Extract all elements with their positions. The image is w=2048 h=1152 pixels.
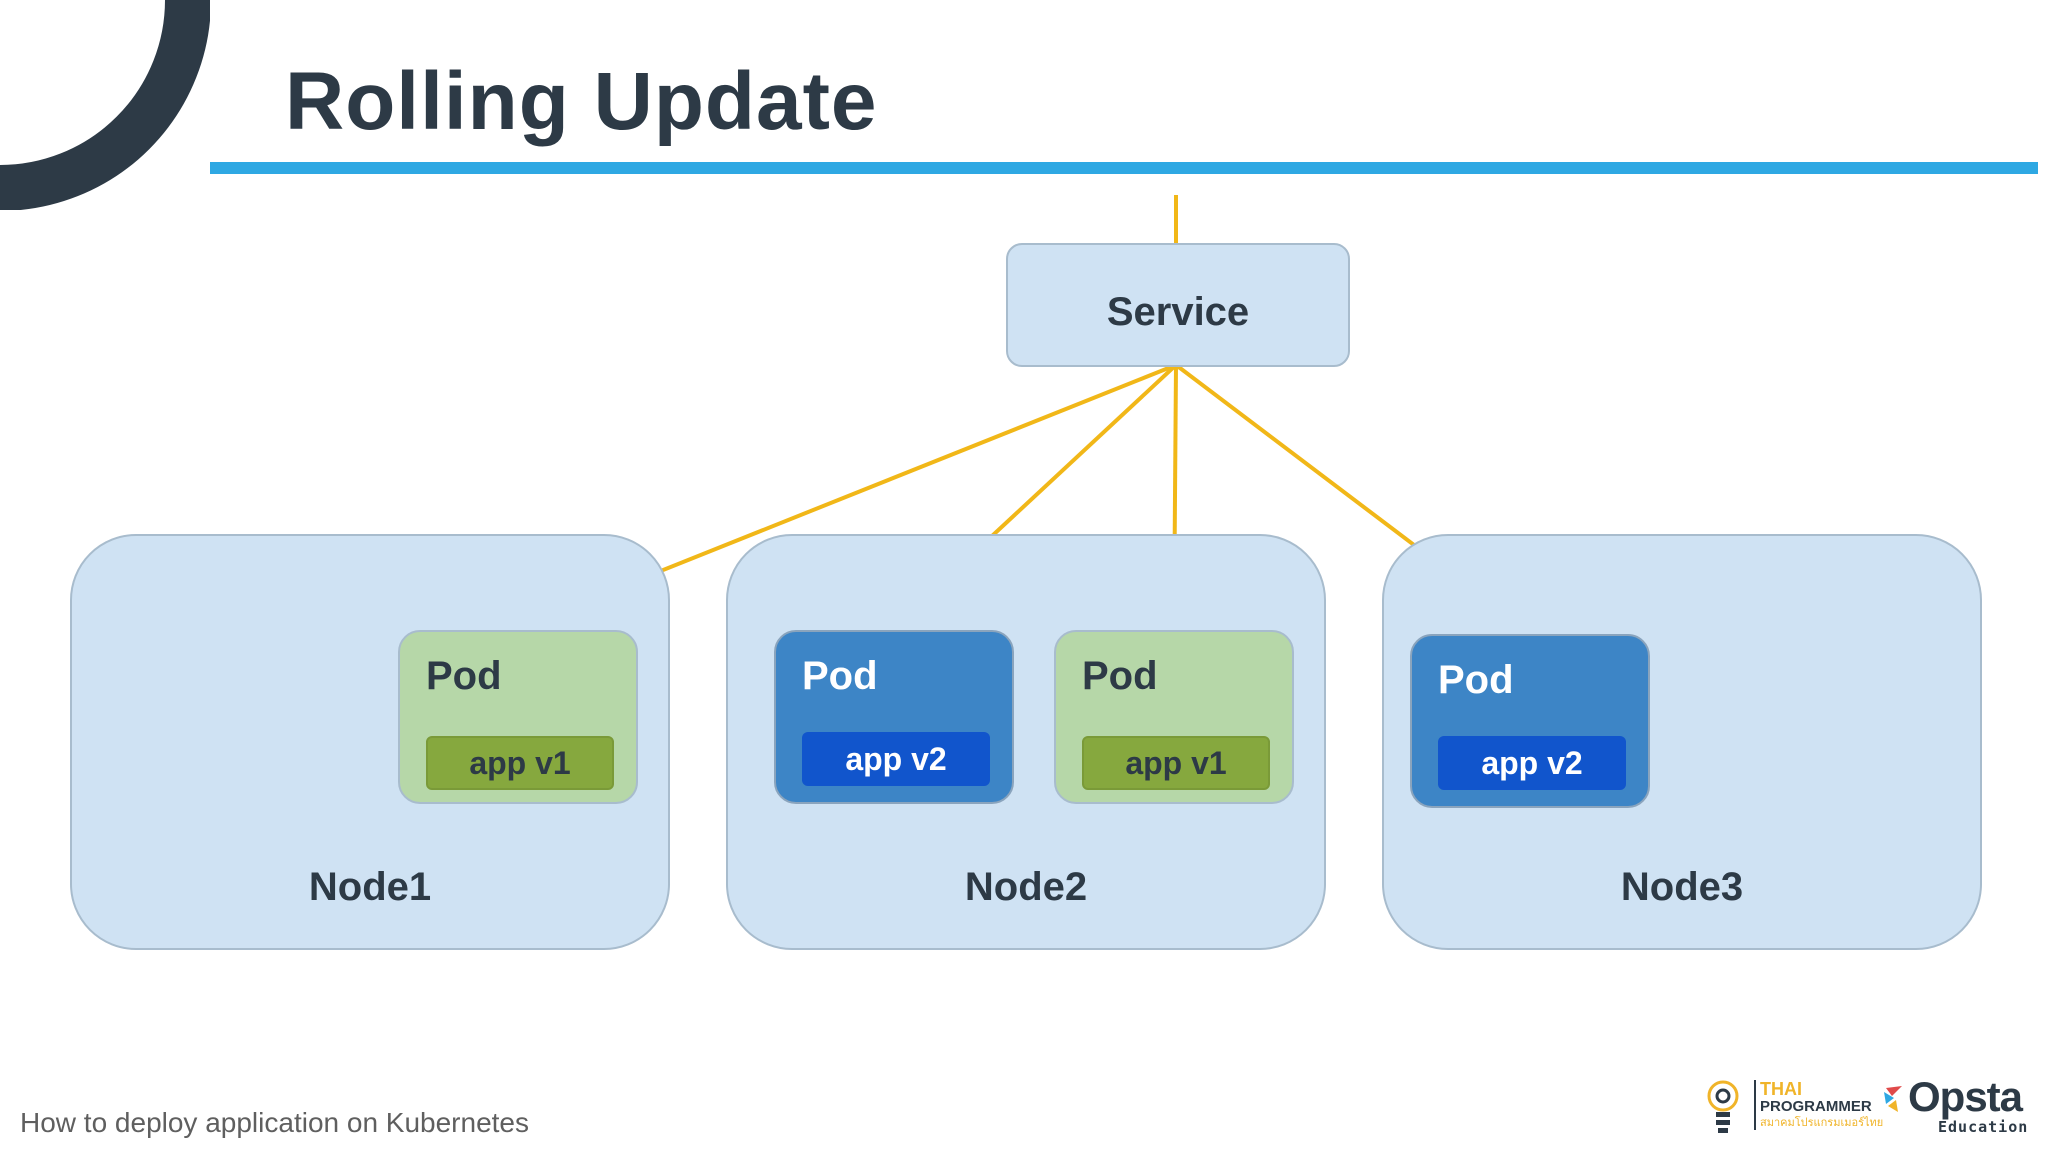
node-3: Pod app v2 Node3	[1382, 534, 1982, 950]
app-version-chip: app v1	[1082, 736, 1270, 790]
tp-association-text: สมาคมโปรแกรมเมอร์ไทย	[1760, 1117, 1884, 1129]
pod-node2-v2: Pod app v2	[774, 630, 1014, 804]
pod-title: Pod	[1082, 654, 1158, 698]
pod-node3-v2: Pod app v2	[1410, 634, 1650, 808]
app-version-chip: app v1	[426, 736, 614, 790]
sponsor-logos: THAI PROGRAMMER สมาคมโปรแกรมเมอร์ไทย Ops…	[1706, 1073, 2036, 1138]
slide-title: Rolling Update	[285, 56, 878, 147]
service-label: Service	[1106, 289, 1250, 334]
app-version-chip: app v2	[1438, 736, 1626, 790]
thai-programmer-logo: THAI PROGRAMMER สมาคมโปรแกรมเมอร์ไทย	[1754, 1080, 1883, 1130]
opsta-logo-text: Opsta	[1908, 1073, 2023, 1120]
service-box: Service	[1006, 243, 1350, 367]
lightbulb-icon	[1707, 1080, 1739, 1133]
node-label: Node2	[964, 865, 1088, 909]
node-2: Pod app v2 Pod app v1 Node2	[726, 534, 1326, 950]
opsta-swirl-icon	[1884, 1086, 1902, 1112]
pod-node2-v1: Pod app v1	[1054, 630, 1294, 804]
node-label: Node1	[308, 865, 432, 909]
corner-arc-decoration	[0, 0, 210, 210]
app-version-chip: app v2	[802, 732, 990, 786]
tp-programmer-text: PROGRAMMER	[1760, 1098, 1872, 1115]
opsta-education-text: Education	[1938, 1118, 2029, 1136]
title-underline	[210, 162, 2038, 174]
pod-title: Pod	[802, 654, 878, 698]
tp-thai-text: THAI	[1760, 1079, 1802, 1099]
pod-node1-v1: Pod app v1	[398, 630, 638, 804]
node-label: Node3	[1620, 865, 1744, 909]
pod-title: Pod	[426, 654, 502, 698]
pod-title: Pod	[1438, 658, 1514, 702]
node-1: Pod app v1 Node1	[70, 534, 670, 950]
footer-caption: How to deploy application on Kubernetes	[20, 1107, 530, 1138]
